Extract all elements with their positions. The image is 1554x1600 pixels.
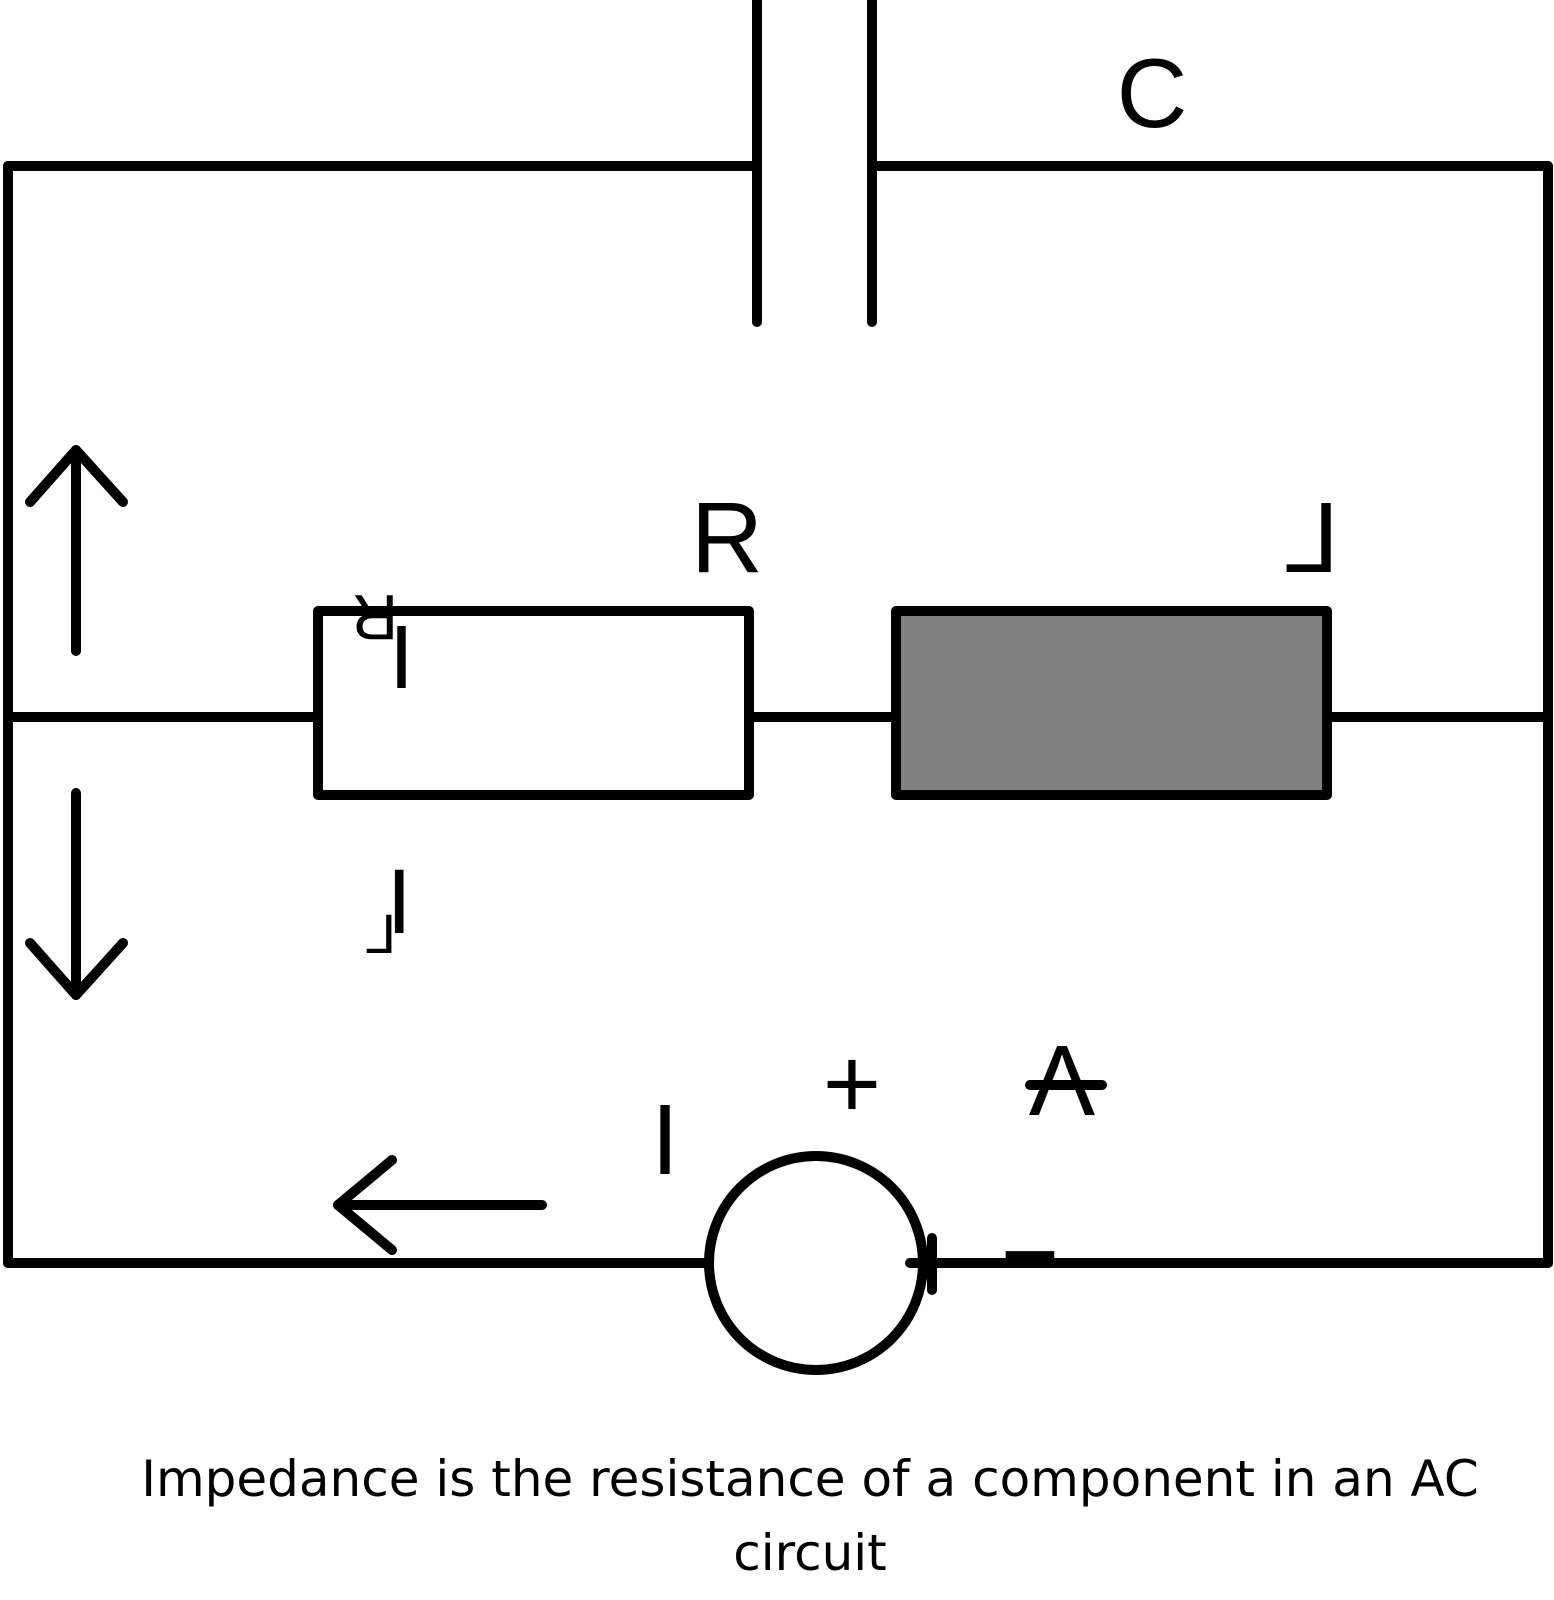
arrow-up-icon: [25, 445, 128, 656]
inductor: [891, 606, 1332, 800]
inductor-label: L: [1283, 482, 1339, 594]
source-minus-label: −: [1001, 1198, 1059, 1310]
capacitor-label: C: [1117, 38, 1188, 148]
current-resistor-branch-subscript: R: [352, 581, 398, 653]
source-plus-label: +: [823, 1028, 881, 1140]
arrow-left-icon: [333, 1155, 547, 1255]
current-inductor-branch-label: I: [386, 851, 412, 953]
current-resistor-branch-label: I: [389, 606, 414, 706]
voltage-source: [704, 1151, 928, 1375]
resistor-label: R: [691, 482, 763, 594]
diagram-caption: Impedance is the resistance of a compone…: [141, 1450, 1479, 1582]
current-main-label: I: [651, 1084, 679, 1196]
current-inductor-branch-subscript: L: [365, 902, 396, 965]
circuit-diagram: C R L I R I L I + − V: [3, 0, 1553, 1375]
resistor: [313, 606, 754, 800]
arrow-down-icon: [25, 788, 128, 1000]
